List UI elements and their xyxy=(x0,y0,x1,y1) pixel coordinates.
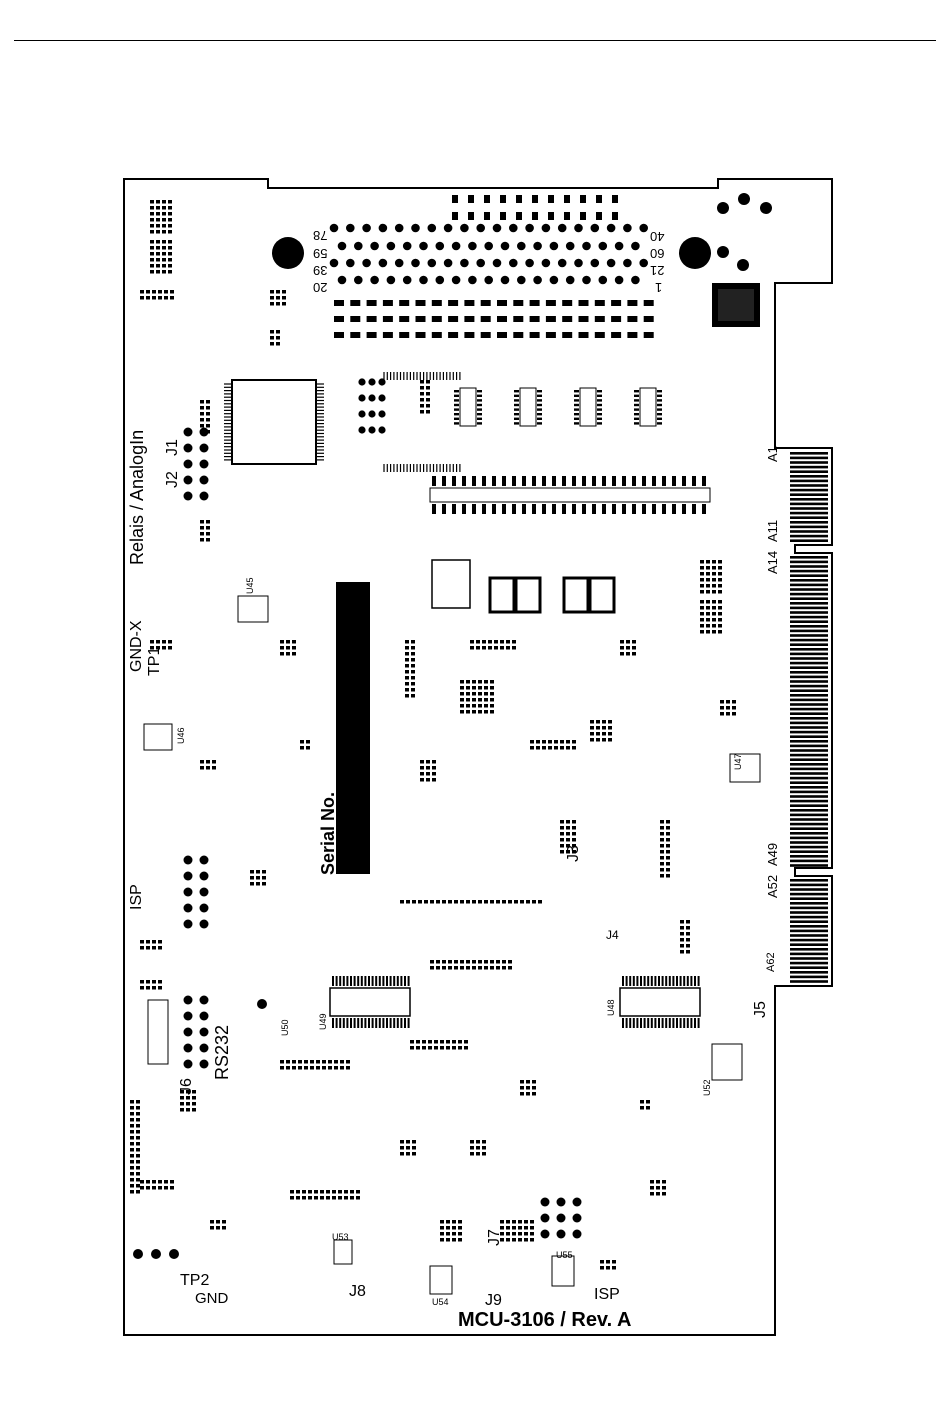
edge-connector-mid xyxy=(790,556,828,867)
pin-label-40: 40 xyxy=(650,229,664,244)
u50-chip xyxy=(148,1000,168,1064)
u49-label: U49 xyxy=(318,1013,328,1030)
u55-chip xyxy=(552,1256,574,1286)
pin-label-59: 59 xyxy=(313,246,327,261)
u54-label: U54 xyxy=(432,1297,449,1307)
u38-u41-strip xyxy=(430,488,710,502)
u50-label: U50 xyxy=(280,1019,290,1036)
u48-chip xyxy=(620,988,700,1016)
pin-header xyxy=(330,195,654,338)
u48-label: U48 xyxy=(606,999,616,1016)
pin-label-60: 60 xyxy=(650,246,664,261)
edge-connector-top xyxy=(790,452,828,542)
qfp-chip xyxy=(232,380,316,464)
isp-bottom-label: ISP xyxy=(594,1286,620,1304)
j9-label: J9 xyxy=(485,1292,502,1310)
j1-label: J1 xyxy=(164,439,182,456)
pin-label-39: 39 xyxy=(313,263,327,278)
pin-label-78: 78 xyxy=(313,228,327,243)
j5-label: J5 xyxy=(752,1001,770,1018)
rs232-label: RS232 xyxy=(212,1025,233,1080)
edge-label-a52: A52 xyxy=(765,875,780,898)
gnd-x-label: GND-X xyxy=(128,620,146,672)
edge-label-a49: A49 xyxy=(765,843,780,866)
gnd-label: GND xyxy=(195,1290,228,1307)
passive-components xyxy=(130,200,736,1270)
u52-label: U52 xyxy=(702,1079,712,1096)
isp-left-label: ISP xyxy=(128,884,146,910)
big-chip-pins xyxy=(332,976,700,1028)
edge-connector-bot xyxy=(790,879,828,983)
tp2-label: TP2 xyxy=(180,1272,209,1290)
u45-chip xyxy=(238,596,268,622)
u46-chip xyxy=(144,724,172,750)
u47-label: U47 xyxy=(733,753,743,770)
u49-chip xyxy=(330,988,410,1016)
edge-label-a14: A14 xyxy=(765,551,780,574)
relay-analog-label: Relais / AnalogIn xyxy=(127,430,148,565)
pin-label-20: 20 xyxy=(313,280,327,295)
edge-label-a62: A62 xyxy=(765,952,777,972)
u45-label: U45 xyxy=(245,577,255,594)
edge-label-a11: A11 xyxy=(765,520,780,542)
pin-label-21: 21 xyxy=(650,263,664,278)
round-pads xyxy=(133,193,772,1259)
board-name-label: MCU-3106 / Rev. A xyxy=(458,1309,631,1332)
u55-label: U55 xyxy=(556,1250,573,1260)
edge-label-a1: A1 xyxy=(765,446,780,462)
serial-block xyxy=(336,582,370,874)
j8-label: J8 xyxy=(349,1283,366,1301)
dip-rows xyxy=(432,388,706,514)
qfp-pins xyxy=(224,372,460,472)
u54-chip xyxy=(430,1266,452,1294)
j4-label: J4 xyxy=(606,928,619,942)
j6-label: J6 xyxy=(178,1078,196,1095)
u53-label: U53 xyxy=(332,1232,349,1242)
mounting-hole xyxy=(679,237,711,269)
osc1 xyxy=(432,560,470,608)
pin-label-1: 1 xyxy=(655,280,662,295)
serial-number-label: Serial No. xyxy=(318,792,339,875)
u46-label: U46 xyxy=(176,727,186,744)
j3-label: J3 xyxy=(565,845,583,862)
j2-label: J2 xyxy=(164,471,182,488)
u52-chip xyxy=(712,1044,742,1080)
mounting-hole xyxy=(272,237,304,269)
j7-label: J7 xyxy=(486,1229,504,1246)
u53-chip xyxy=(334,1240,352,1264)
board-outline xyxy=(124,179,832,1335)
tp1-label: TP1 xyxy=(146,647,164,676)
inductors xyxy=(490,578,614,612)
